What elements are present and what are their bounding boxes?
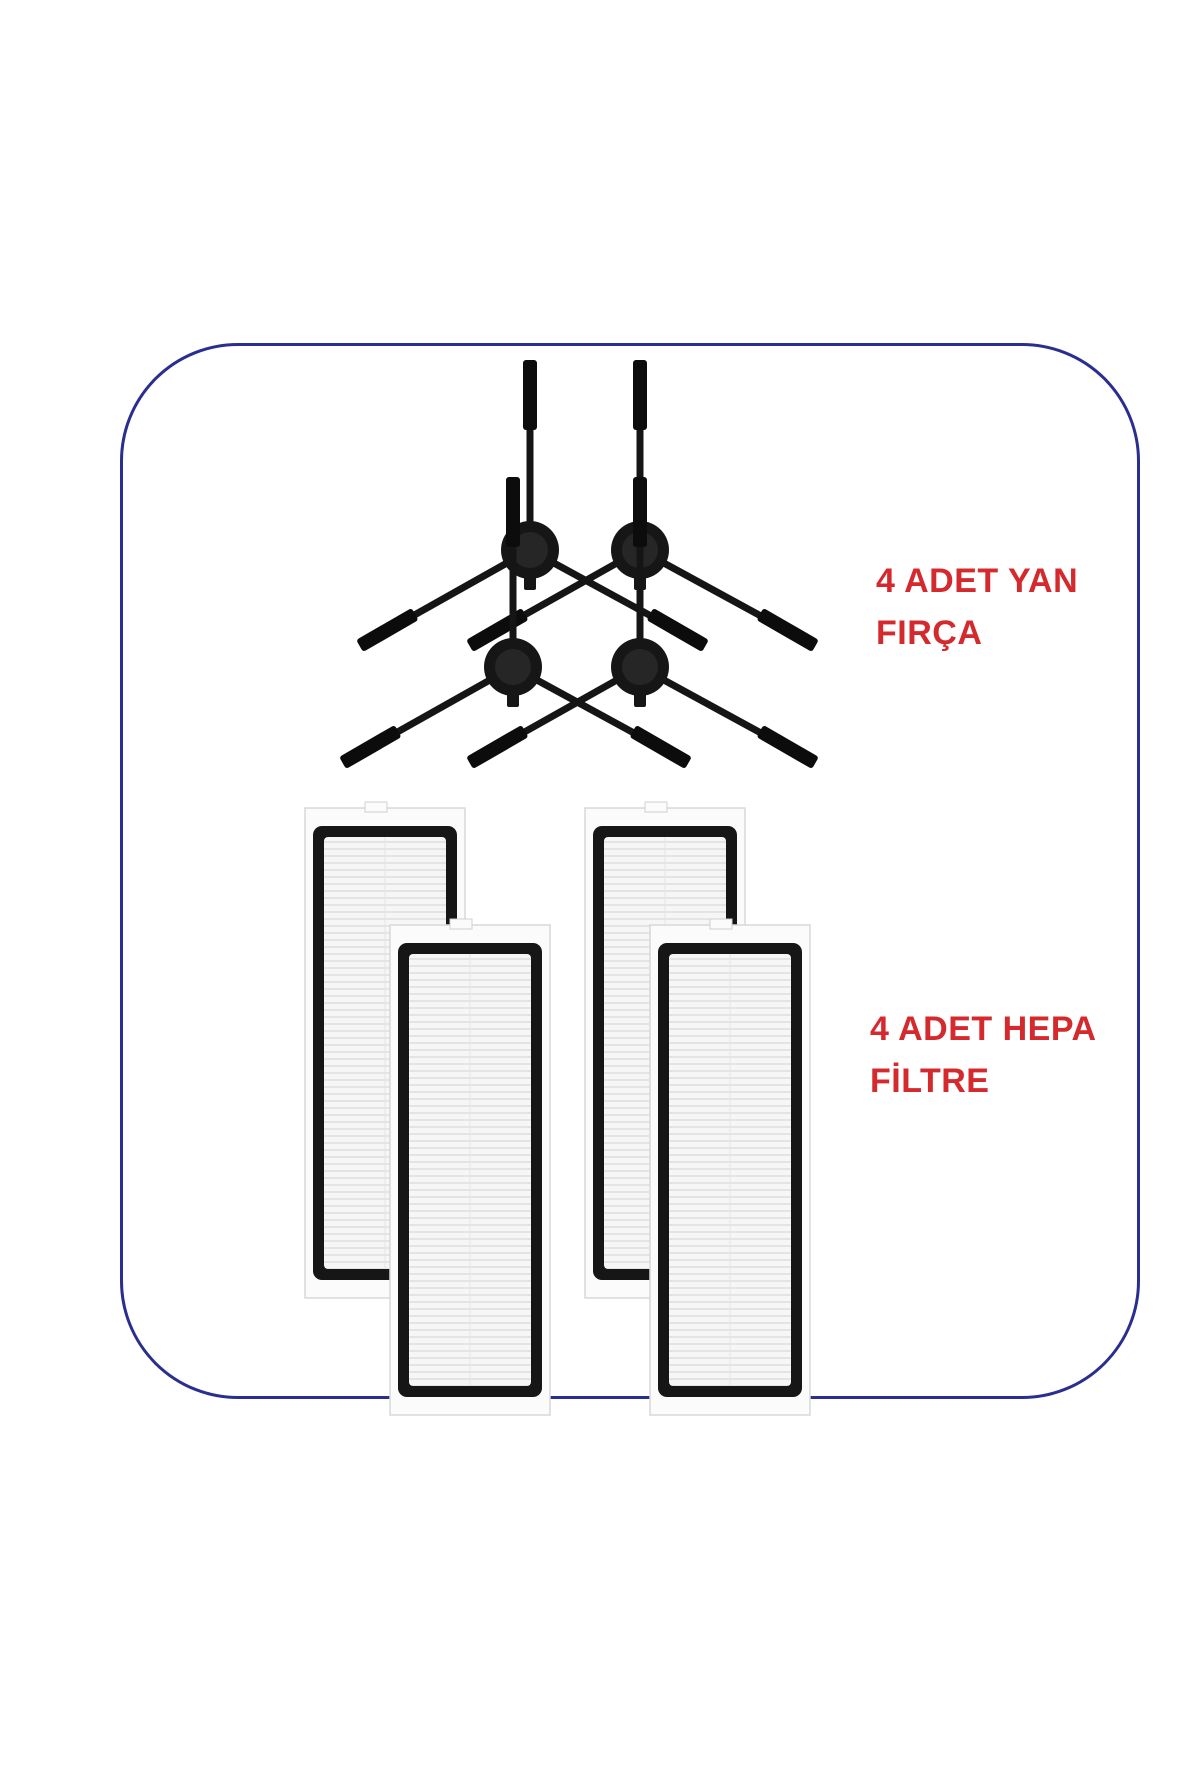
hepa-filter-icon <box>389 918 551 1416</box>
side-brush-label-line1: 4 ADET YAN <box>876 562 1079 600</box>
hepa-filter-label-line2: FİLTRE <box>870 1062 990 1100</box>
hepa-filter-label: 4 ADET HEPA FİLTRE <box>870 1003 1097 1107</box>
product-frame <box>120 343 1140 1399</box>
hepa-filter-icon <box>649 918 811 1416</box>
hepa-filter-label-line1: 4 ADET HEPA <box>870 1010 1097 1048</box>
side-brush-label-line2: FIRÇA <box>876 614 983 652</box>
side-brush-label: 4 ADET YAN FIRÇA <box>876 555 1078 659</box>
